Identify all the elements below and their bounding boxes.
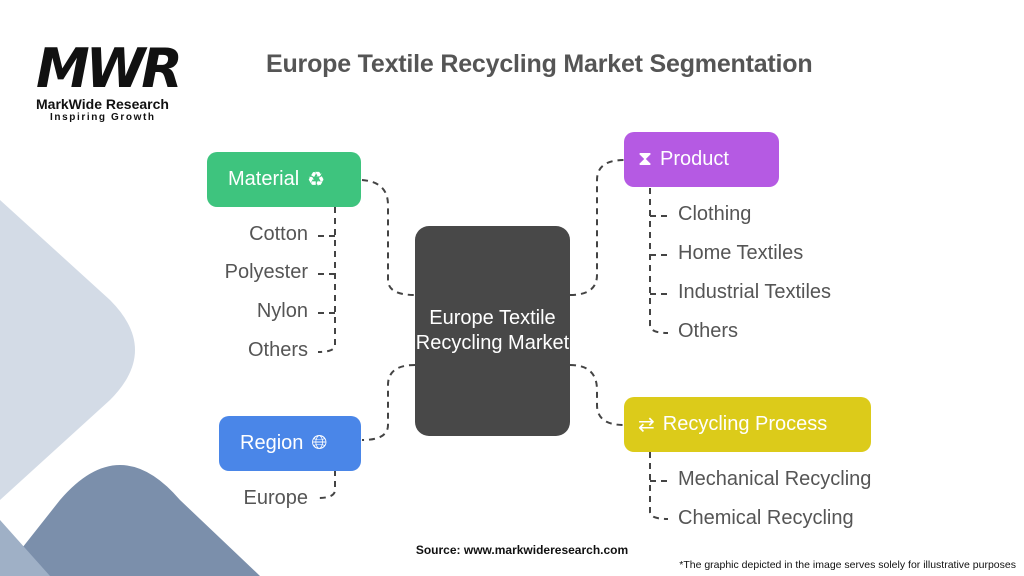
product-node: ⧗ Product xyxy=(624,132,779,187)
list-item: Chemical Recycling xyxy=(678,507,854,529)
list-item: Europe xyxy=(243,487,309,509)
region-label: Region xyxy=(240,432,304,454)
source-text: Source: www.markwideresearch.com xyxy=(415,543,629,557)
region-node: Region 🌐︎ xyxy=(219,416,361,471)
logo-tagline: Inspiring Growth xyxy=(50,112,156,123)
center-node: Europe Textile Recycling Market xyxy=(415,226,570,436)
globe-icon: 🌐︎ xyxy=(311,432,328,454)
logo-mark: MWR xyxy=(36,37,183,100)
list-item: Others xyxy=(247,339,308,361)
list-item: Nylon xyxy=(256,300,308,322)
recycling-process-label: Recycling Process xyxy=(662,413,828,435)
page-title: Europe Textile Recycling Market Segmenta… xyxy=(266,50,813,78)
recycle-bottle-icon: ♻ xyxy=(307,169,326,191)
list-item: Mechanical Recycling xyxy=(678,468,872,490)
recycling-process-node: ⇄ Recycling Process xyxy=(624,397,871,452)
list-item: Cotton xyxy=(249,223,308,245)
list-item: Polyester xyxy=(224,261,308,283)
product-label: Product xyxy=(660,148,729,170)
textile-icon: ⧗ xyxy=(638,148,653,170)
material-node: Material ♻ xyxy=(207,152,361,207)
recycling-process-icon: ⇄ xyxy=(638,414,655,436)
list-item: Industrial Textiles xyxy=(678,281,832,303)
disclaimer-note: *The graphic depicted in the image serve… xyxy=(679,559,1016,571)
list-item: Others xyxy=(678,320,739,342)
list-item: Home Textiles xyxy=(678,242,804,264)
logo-name: MarkWide Research xyxy=(36,96,169,112)
material-label: Material xyxy=(228,168,300,190)
list-item: Clothing xyxy=(678,203,752,225)
logo: MWR MarkWide Research Inspiring Growth xyxy=(36,37,186,124)
